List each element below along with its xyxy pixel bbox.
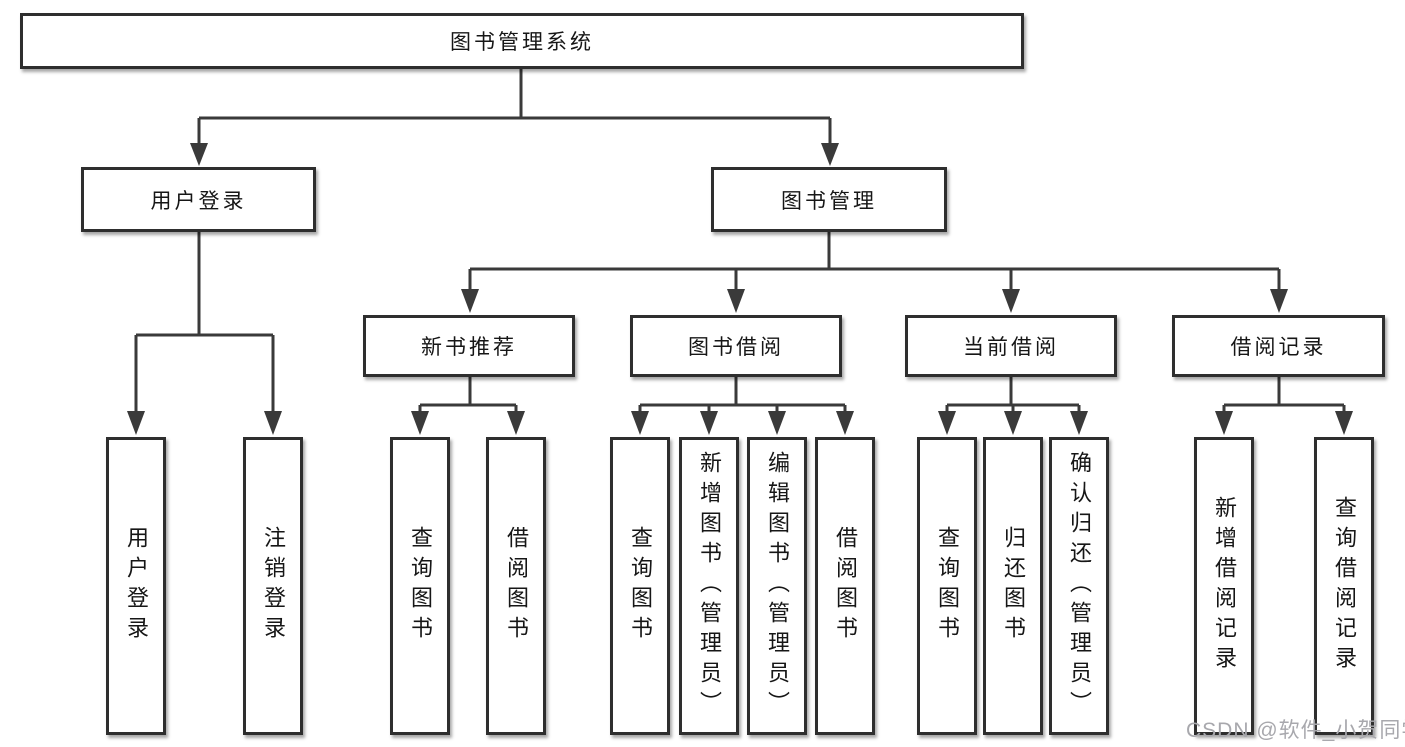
leaf-records-query-record-label: 查询借阅记录 [1332, 496, 1357, 676]
leaf-user-login-label: 用户登录 [124, 526, 149, 646]
leaf-borrowing-query-books-label: 查询图书 [628, 526, 653, 646]
node-current-borrowing-label: 当前借阅 [963, 336, 1059, 359]
node-user-login-label: 用户登录 [150, 189, 247, 213]
leaf-logout: 注销登录 [243, 437, 303, 735]
node-new-book-recommend: 新书推荐 [363, 315, 575, 377]
node-book-management: 图书管理 [711, 167, 947, 232]
leaf-borrowing-edit-books-admin-label: 编辑图书（管理员） [765, 451, 790, 721]
node-user-login: 用户登录 [81, 167, 316, 232]
leaf-records-add-record: 新增借阅记录 [1194, 437, 1254, 735]
leaf-current-query-books: 查询图书 [917, 437, 977, 735]
node-book-borrowing: 图书借阅 [630, 315, 842, 377]
node-borrowing-records: 借阅记录 [1172, 315, 1385, 377]
node-current-borrowing: 当前借阅 [905, 315, 1117, 377]
leaf-recommend-query-books-label: 查询图书 [408, 526, 433, 646]
leaf-borrowing-add-books-admin: 新增图书（管理员） [679, 437, 739, 735]
leaf-borrowing-edit-books-admin: 编辑图书（管理员） [747, 437, 807, 735]
leaf-current-return-books-label: 归还图书 [1001, 526, 1026, 646]
node-borrowing-records-label: 借阅记录 [1230, 336, 1327, 359]
leaf-borrowing-query-books: 查询图书 [610, 437, 670, 735]
node-book-borrowing-label: 图书借阅 [688, 336, 784, 359]
leaf-recommend-borrow-books: 借阅图书 [486, 437, 546, 735]
leaf-recommend-borrow-books-label: 借阅图书 [504, 526, 529, 646]
leaf-borrowing-borrow-books-label: 借阅图书 [833, 526, 858, 646]
leaf-borrowing-borrow-books: 借阅图书 [815, 437, 875, 735]
node-root: 图书管理系统 [20, 13, 1024, 69]
leaf-user-login: 用户登录 [106, 437, 166, 735]
leaf-logout-label: 注销登录 [261, 526, 286, 646]
leaf-borrowing-add-books-admin-label: 新增图书（管理员） [697, 451, 722, 721]
node-new-book-recommend-label: 新书推荐 [421, 336, 517, 359]
leaf-records-add-record-label: 新增借阅记录 [1212, 496, 1237, 676]
leaf-current-confirm-return-admin: 确认归还（管理员） [1049, 437, 1109, 735]
node-root-label: 图书管理系统 [450, 31, 594, 54]
leaf-records-query-record: 查询借阅记录 [1314, 437, 1374, 735]
leaf-recommend-query-books: 查询图书 [390, 437, 450, 735]
node-book-management-label: 图书管理 [781, 189, 877, 213]
watermark: CSDN @软件_小贺同学 [1186, 719, 1405, 742]
leaf-current-query-books-label: 查询图书 [935, 526, 960, 646]
leaf-current-return-books: 归还图书 [983, 437, 1043, 735]
leaf-current-confirm-return-admin-label: 确认归还（管理员） [1067, 451, 1092, 721]
